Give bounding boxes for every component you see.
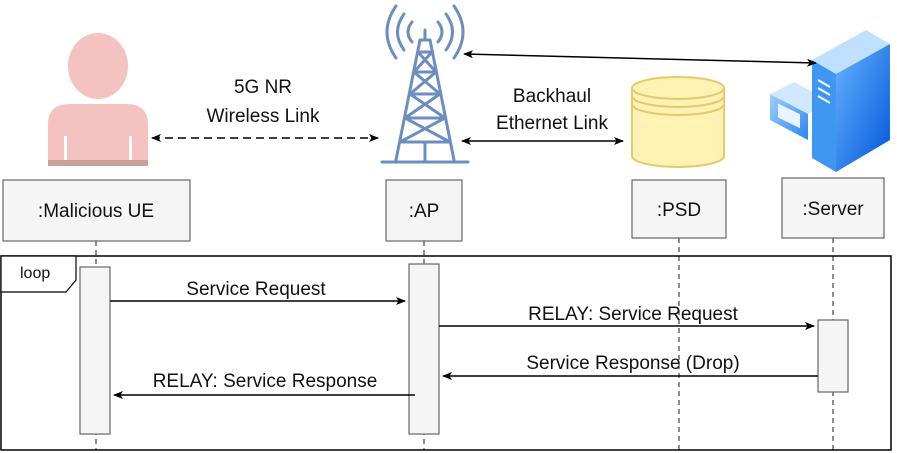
cell-tower-icon — [380, 4, 470, 164]
participant-ap: :AP — [385, 179, 463, 242]
participant-server-label: :Server — [802, 199, 864, 220]
participant-ue: :Malicious UE — [2, 179, 191, 242]
participant-psd: :PSD — [631, 179, 727, 239]
message-service-response-label: Service Response (Drop) — [526, 353, 739, 374]
participant-server: :Server — [781, 177, 885, 239]
wireless-link-label-2: Wireless Link — [207, 106, 320, 127]
backhaul-link-label-1: Backhaul — [513, 86, 591, 107]
participant-ap-label: :AP — [409, 201, 440, 222]
backhaul-link-label-2: Ethernet Link — [496, 113, 608, 134]
activation-ap — [408, 263, 440, 435]
participant-ue-label: :Malicious UE — [38, 201, 154, 222]
message-relay-response-label: RELAY: Service Response — [153, 371, 378, 392]
activation-ue — [79, 266, 111, 435]
user-icon — [48, 33, 148, 166]
message-service-request-label: Service Request — [186, 279, 326, 300]
loop-fragment-label: loop — [20, 265, 50, 282]
database-icon — [631, 76, 725, 168]
message-relay-request-label: RELAY: Service Request — [528, 304, 739, 325]
wireless-link-label-1: 5G NR — [234, 77, 292, 98]
participant-psd-label: :PSD — [657, 200, 701, 221]
loop-fragment: loop — [0, 255, 892, 451]
activation-server — [817, 319, 849, 393]
server-icon — [770, 30, 890, 172]
tower-server-arrow — [463, 50, 817, 67]
